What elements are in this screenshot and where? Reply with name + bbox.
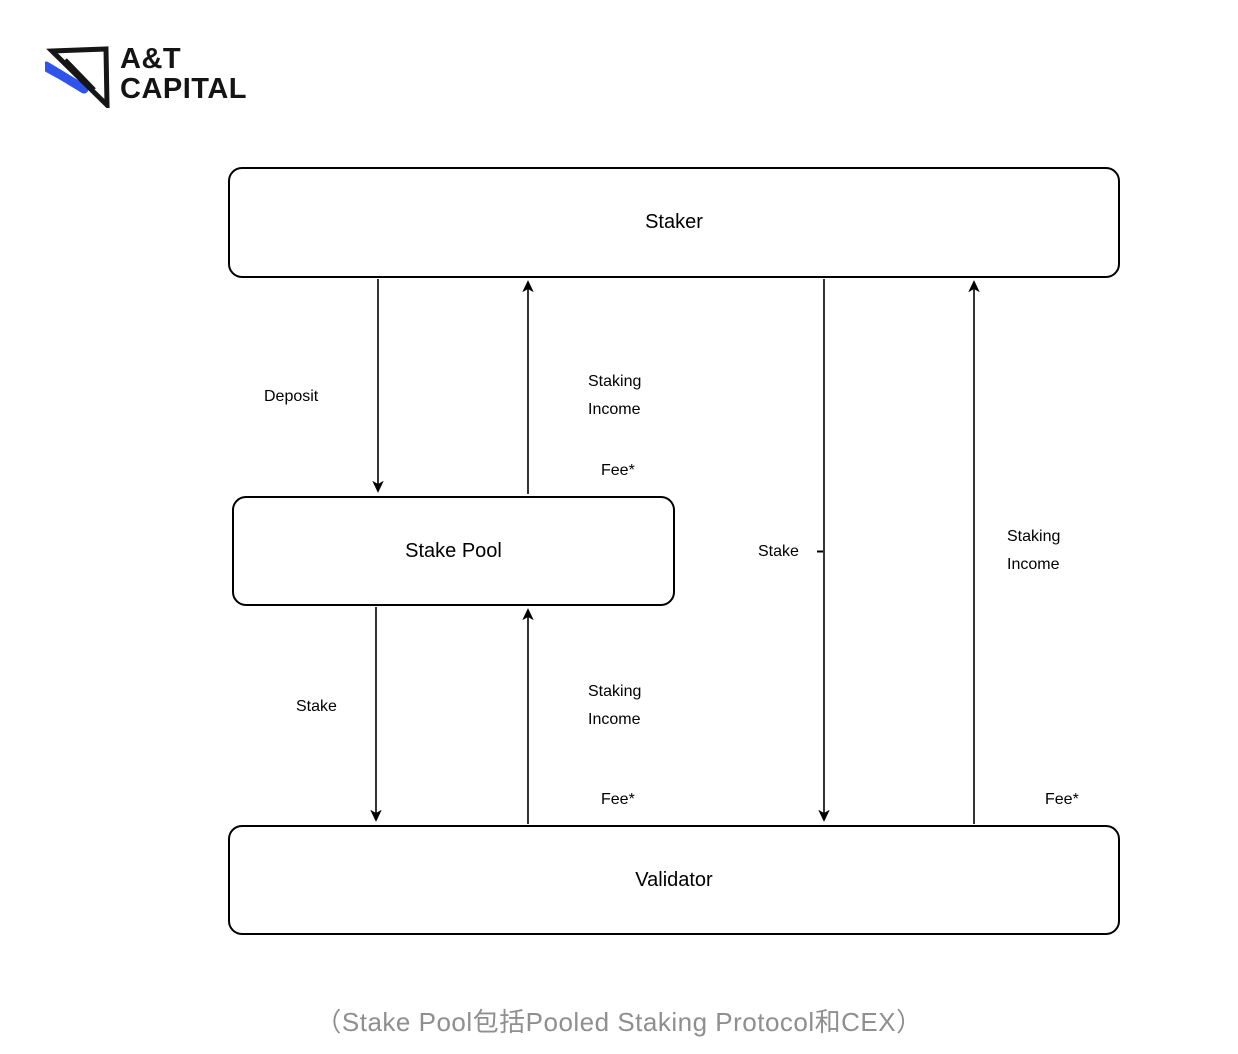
staker-label: Staker xyxy=(645,211,703,233)
validator-label: Validator xyxy=(635,868,713,891)
validator-box: Validator xyxy=(228,825,1120,935)
logo-line2: CAPITAL xyxy=(120,73,248,105)
logo-line1: A&T xyxy=(120,43,182,75)
fee-edge-label-mid: Fee* xyxy=(601,791,635,808)
fee-edge-label-top: Fee* xyxy=(601,462,635,479)
logo-text: A&T CAPITAL xyxy=(120,44,247,104)
at-capital-logo: A&T CAPITAL xyxy=(45,44,247,108)
caption: （Stake Pool包括Pooled Staking Protocol和CEX… xyxy=(315,1007,923,1037)
fee-edge-label-right: Fee* xyxy=(1045,791,1079,808)
staking-income-edge-label-right: Staking Income xyxy=(1007,528,1061,573)
stake-edge-label-mid: Stake xyxy=(296,698,337,715)
stake-edge-label-right: Stake xyxy=(758,543,799,560)
stake-pool-label: Stake Pool xyxy=(405,539,502,562)
at-capital-triangle-icon xyxy=(45,46,110,108)
stake-pool-box: Stake Pool xyxy=(232,496,675,606)
staking-income-edge-label-mid: Staking Income xyxy=(588,683,642,728)
staking-income-edge-label-top: Staking Income xyxy=(588,373,642,418)
deposit-edge-label: Deposit xyxy=(264,388,319,405)
staker-box: Staker xyxy=(228,167,1120,278)
